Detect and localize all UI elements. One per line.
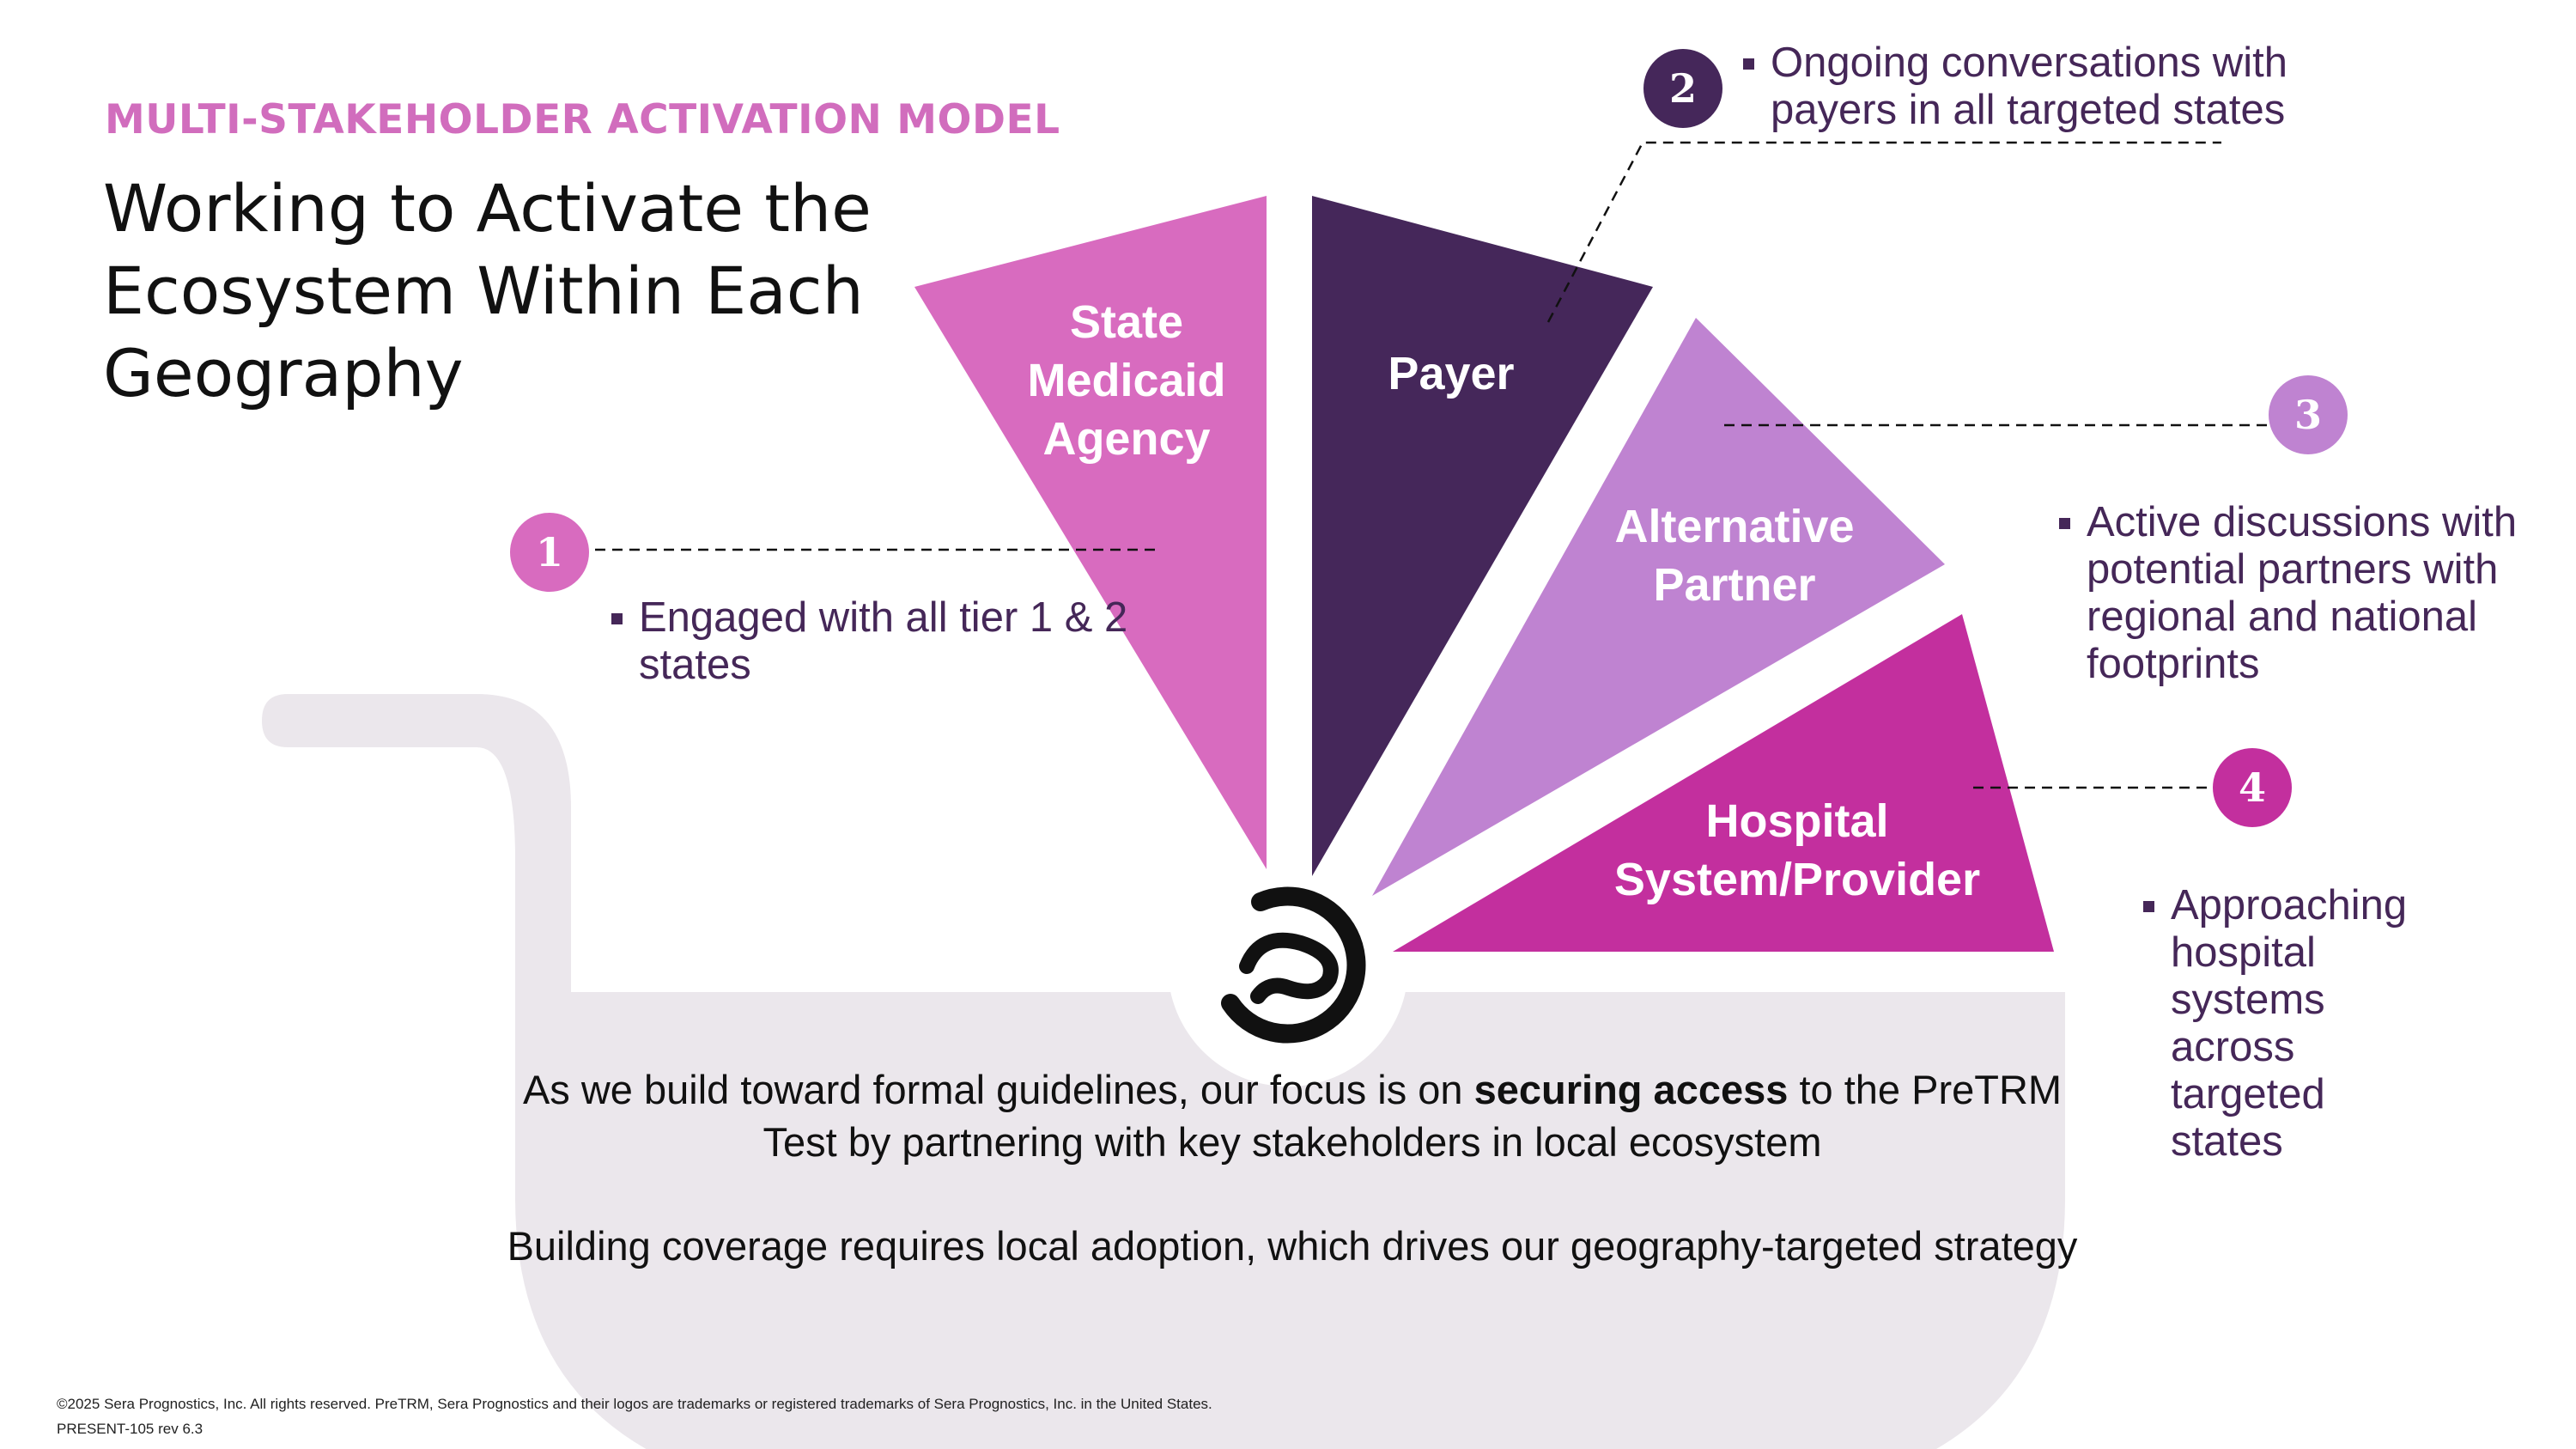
- footer-doc-id: PRESENT-105 rev 6.3: [57, 1421, 204, 1437]
- callout-text: Approaching hospital systems across targ…: [2171, 882, 2408, 1165]
- callout-text-1: Engaged with all tier 1 & 2 states: [611, 594, 1144, 689]
- segment-state-medicaid-agency: [914, 196, 1267, 869]
- focus-paragraph-1: As we build toward formal guidelines, ou…: [507, 1063, 2078, 1168]
- focus-text: As we build toward formal guidelines, ou…: [522, 1067, 1474, 1112]
- focus-emphasis: securing access: [1473, 1067, 1789, 1112]
- focus-text: to the PreTRM Test by partnering with ke…: [762, 1067, 2063, 1165]
- callout-number-4: 4: [2213, 748, 2292, 827]
- callout-text: Engaged with all tier 1 & 2 states: [639, 594, 1128, 688]
- focus-paragraph-2: Building coverage requires local adoptio…: [507, 1223, 2078, 1269]
- segment-label-hospital-system-provider: Hospital System/Provider: [1614, 792, 1980, 909]
- callout-text-4: Approaching hospital systems across targ…: [2143, 882, 2427, 1166]
- callout-text-3: Active discussions with potential partne…: [2059, 499, 2523, 688]
- callout-number-3: 3: [2269, 375, 2348, 454]
- segment-label-text: Hospital System/Provider: [1613, 795, 1981, 905]
- segment-label-text: State Medicaid Agency: [1027, 296, 1226, 465]
- segment-hospital-system-provider: [1393, 614, 2054, 952]
- page-title: Working to Activate the Ecosystem Within…: [103, 170, 872, 411]
- segment-label-alternative-partner: Alternative Partner: [1614, 497, 1854, 614]
- segment-label-text: Payer: [1388, 348, 1515, 399]
- bullet-square: [611, 613, 623, 624]
- callout-text-2: Ongoing conversations with payers in all…: [1743, 40, 2379, 134]
- logo-backdrop: [1168, 846, 1408, 1087]
- segment-label-payer: Payer: [1388, 344, 1514, 403]
- segment-label-text: Alternative Partner: [1614, 501, 1855, 611]
- focus-statement: As we build toward formal guidelines, ou…: [507, 1063, 2078, 1324]
- callout-number-2: 2: [1643, 49, 1722, 128]
- segment-alternative-partner: [1372, 318, 1945, 896]
- footer-copyright: ©2025 Sera Prognostics, Inc. All rights …: [57, 1396, 1212, 1412]
- segment-payer: [1312, 196, 1653, 876]
- callout-text: Ongoing conversations with payers in all…: [1771, 40, 2287, 133]
- bullet-square: [1743, 58, 1754, 70]
- connector-2: [1546, 141, 2221, 323]
- sera-logo-icon: [1221, 886, 1366, 1044]
- background-carriage-shape: [262, 694, 2065, 1449]
- bullet-square: [2059, 518, 2070, 529]
- callout-text: Active discussions with potential partne…: [2087, 499, 2518, 687]
- segment-label-state-medicaid-agency: State Medicaid Agency: [1027, 293, 1225, 468]
- callout-number-1: 1: [510, 513, 589, 592]
- section-kicker: MULTI-STAKEHOLDER ACTIVATION MODEL: [105, 96, 1060, 143]
- bullet-square: [2143, 901, 2154, 912]
